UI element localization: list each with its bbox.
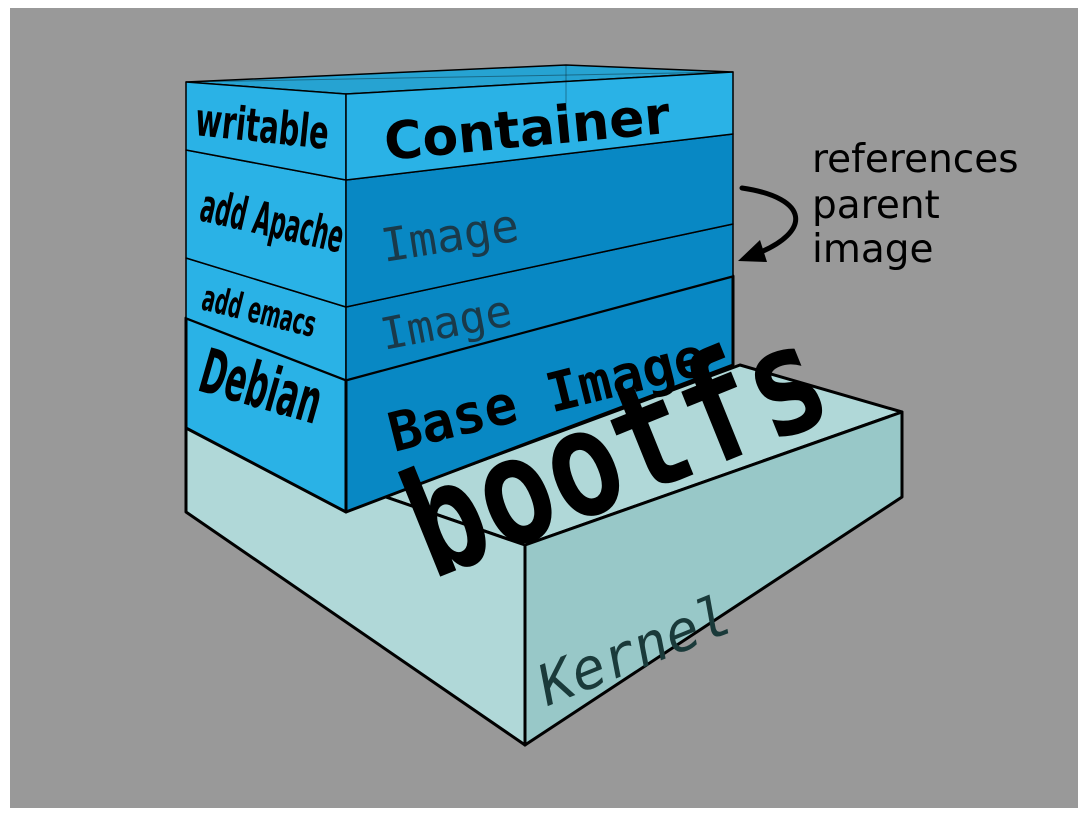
container-layer — [185, 64, 734, 181]
container-right-face — [345, 71, 734, 181]
container-inner-edge-2 — [185, 71, 734, 83]
arrow-head-icon — [738, 240, 767, 262]
annotation-line-2: parent — [812, 183, 940, 228]
parent-reference-annotation: references parent image — [738, 137, 1019, 272]
kernel-right-face — [523, 410, 904, 747]
annotation-line-1: references — [812, 137, 1019, 182]
curved-arrow — [739, 185, 799, 257]
annotation-line-3: image — [812, 227, 933, 272]
